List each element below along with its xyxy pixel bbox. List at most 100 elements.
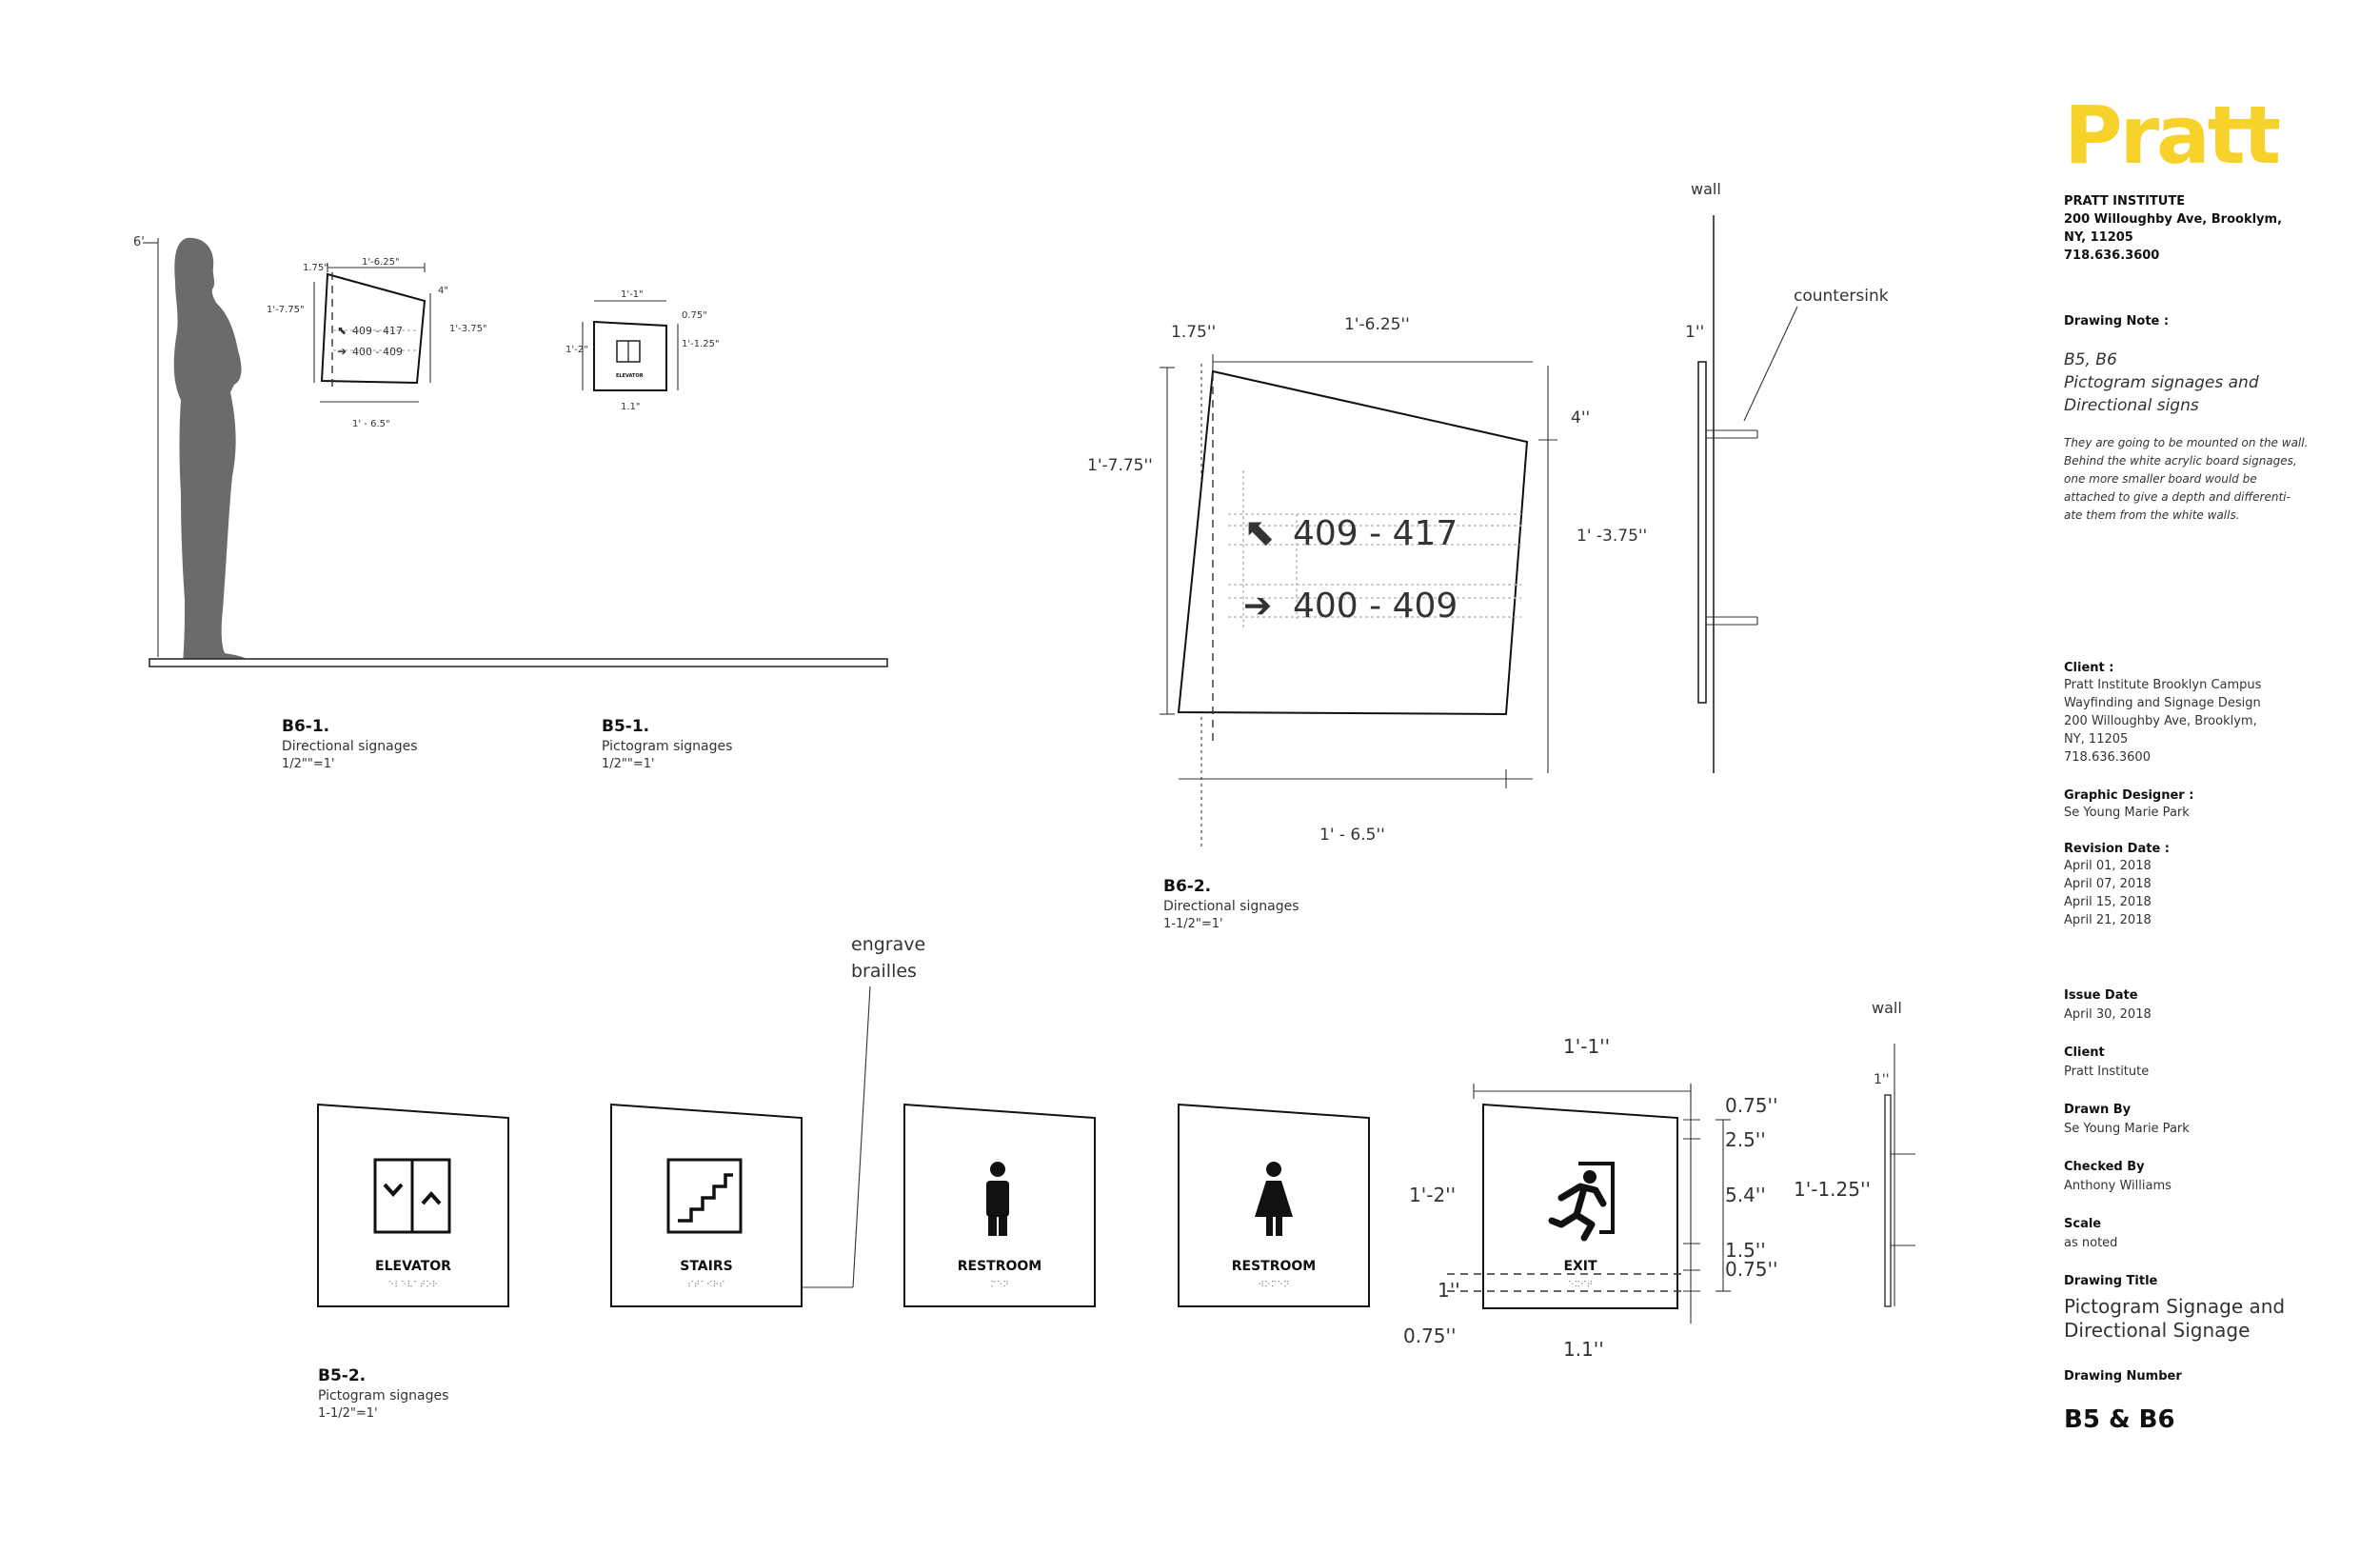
client-info: Pratt Institute Brooklyn Campus Wayfindi… bbox=[2064, 678, 2262, 765]
dim-small-b5-top: 1'-1" bbox=[621, 289, 644, 300]
dim-exit-left: 1'-2'' bbox=[1409, 1184, 1456, 1206]
svg-text:B5-2.: B5-2. bbox=[318, 1366, 366, 1385]
figure-height-label: 6' bbox=[133, 235, 145, 249]
b6-2-row-1: 409 - 417 bbox=[1293, 514, 1458, 553]
drawing-note-text: They are going to be mounted on the wall… bbox=[2064, 436, 2309, 522]
svg-text:1/2""=1': 1/2""=1' bbox=[282, 757, 335, 771]
dim-small-b6-right: 1'-3.75" bbox=[449, 324, 487, 334]
drawing-number-label: Drawing Number bbox=[2064, 1369, 2182, 1384]
dim-exit-right-overall: 1'-1.25'' bbox=[1794, 1178, 1871, 1201]
small-b6-row-2: 400 - 409 bbox=[352, 346, 403, 358]
braille-dots: ⠍⠑⠝ bbox=[990, 1280, 1009, 1290]
elevator-label: ELEVATOR bbox=[375, 1259, 451, 1274]
drawing-note-label: Drawing Note : bbox=[2064, 314, 2170, 329]
stairs-icon bbox=[666, 1158, 743, 1234]
b6-2-sign-large: 1.75'' 1'-6.25'' 4'' 1'-7.75'' 1' -3.75'… bbox=[1087, 315, 1647, 847]
client-short-value: Pratt Institute bbox=[2064, 1065, 2150, 1079]
elevator-icon bbox=[373, 1158, 451, 1234]
dim-small-b6-top: 1'-6.25" bbox=[362, 257, 400, 268]
svg-text:brailles: brailles bbox=[851, 961, 917, 982]
braille-dots: ⠑⠇⠑⠧⠁⠞⠕⠗ bbox=[388, 1280, 439, 1290]
braille-dots: ⠺⠕⠍⠑⠝ bbox=[1259, 1280, 1290, 1290]
b6-1-sign-small: 1.75" 1'-6.25" 4" 1'-3.75" 1'-7.75" 1' -… bbox=[267, 257, 487, 429]
running-exit-icon bbox=[1548, 1162, 1615, 1242]
b6-2-row-2: 400 - 409 bbox=[1293, 587, 1458, 626]
dim-exit-top: 1'-1'' bbox=[1563, 1035, 1610, 1058]
arrow-up-left-icon: ⬉ bbox=[1243, 510, 1276, 554]
braille-dots: ⠑⠭⠊⠞ bbox=[1568, 1280, 1593, 1290]
svg-text:Pictogram signages: Pictogram signages bbox=[318, 1388, 448, 1404]
svg-text:Directional signages: Directional signages bbox=[282, 739, 417, 754]
caption-b5-1: B5-1. Pictogram signages 1/2""=1' bbox=[602, 717, 732, 771]
side-view-bottom: wall 1'' bbox=[1872, 999, 1915, 1307]
scale-label: Scale bbox=[2064, 1217, 2102, 1231]
svg-text:1-1/2"=1': 1-1/2"=1' bbox=[1163, 917, 1223, 931]
scale-value: as noted bbox=[2064, 1236, 2118, 1250]
braille-dots: ⠎⠞⠁⠊⠗⠎ bbox=[687, 1280, 725, 1290]
revision-dates: April 01, 2018 April 07, 2018 April 15, … bbox=[2064, 859, 2152, 927]
dim-b6-2-top: 1'-6.25'' bbox=[1344, 315, 1410, 334]
dim-exit-stack-3: 5.4'' bbox=[1725, 1184, 1766, 1206]
dim-small-b5-left: 1'-2" bbox=[565, 345, 588, 355]
svg-text:Pictogram signages: Pictogram signages bbox=[602, 739, 732, 754]
dim-small-b6-left: 1'-7.75" bbox=[267, 305, 305, 315]
svg-text:1/2""=1': 1/2""=1' bbox=[602, 757, 655, 771]
pratt-logo: Pratt bbox=[2064, 89, 2281, 182]
dim-small-b5-right-top: 0.75" bbox=[682, 310, 707, 321]
stairs-label: STAIRS bbox=[680, 1259, 732, 1274]
caption-b6-1: B6-1. Directional signages 1/2""=1' bbox=[282, 717, 417, 771]
drawing-title-value: Pictogram Signage and Directional Signag… bbox=[2064, 1295, 2286, 1342]
svg-text:Directional signages: Directional signages bbox=[1163, 899, 1299, 914]
dim-small-b6-bottom: 1' - 6.5" bbox=[352, 419, 390, 429]
svg-text:B6-1.: B6-1. bbox=[282, 717, 329, 736]
dim-exit-braille-gap: 1'' bbox=[1438, 1279, 1460, 1302]
dim-b6-2-right: 1' -3.75'' bbox=[1577, 527, 1647, 546]
thickness-label-bottom: 1'' bbox=[1874, 1072, 1890, 1087]
svg-text:engrave: engrave bbox=[851, 934, 925, 955]
dim-exit-stack-4: 1.5'' bbox=[1725, 1239, 1766, 1262]
pictogram-sign-restroom-men: RESTROOM ⠍⠑⠝ bbox=[903, 1103, 1096, 1307]
wall-label-top: wall bbox=[1691, 180, 1721, 198]
pictogram-sign-restroom-women: RESTROOM ⠺⠕⠍⠑⠝ bbox=[1178, 1103, 1370, 1307]
women-restroom-icon bbox=[1255, 1162, 1293, 1236]
countersink-label: countersink bbox=[1794, 287, 1889, 306]
dim-b6-2-top-left: 1.75'' bbox=[1171, 323, 1216, 342]
drawing-number-value: B5 & B6 bbox=[2064, 1405, 2175, 1434]
caption-b5-2: B5-2. Pictogram signages 1-1/2"=1' bbox=[318, 1366, 448, 1421]
drawing-note-subject: B5, B6 Pictogram signages and Directiona… bbox=[2064, 350, 2259, 415]
institute-info: PRATT INSTITUTE 200 Willoughby Ave, Broo… bbox=[2064, 194, 2283, 263]
drawing-title-label: Drawing Title bbox=[2064, 1274, 2158, 1288]
designer-value: Se Young Marie Park bbox=[2064, 806, 2190, 820]
dim-exit-bottom: 1.1'' bbox=[1563, 1338, 1604, 1361]
checked-by-value: Anthony Williams bbox=[2064, 1179, 2172, 1193]
arrow-up-left-icon: ⬉ bbox=[337, 324, 347, 337]
pictogram-sign-stairs: STAIRS ⠎⠞⠁⠊⠗⠎ bbox=[610, 1103, 803, 1307]
side-view-top: wall countersink 1'' bbox=[1685, 180, 1889, 773]
small-b5-label: ELEVATOR bbox=[616, 373, 644, 379]
revision-label: Revision Date : bbox=[2064, 842, 2170, 856]
drawn-by-label: Drawn By bbox=[2064, 1103, 2132, 1117]
checked-by-label: Checked By bbox=[2064, 1160, 2145, 1174]
dim-exit-bottom-left: 0.75'' bbox=[1403, 1324, 1457, 1347]
dim-exit-stack-2: 2.5'' bbox=[1725, 1128, 1766, 1151]
pictogram-sign-elevator: ELEVATOR ⠑⠇⠑⠧⠁⠞⠕⠗ bbox=[317, 1103, 509, 1307]
exit-label: EXIT bbox=[1563, 1259, 1597, 1274]
client-label: Client : bbox=[2064, 661, 2114, 675]
b5-1-sign-small: 1'-1" 0.75" 1'-1.25" 1'-2" 1.1" ELEVATOR bbox=[565, 289, 720, 412]
ground-line bbox=[149, 658, 888, 667]
restroom-women-label: RESTROOM bbox=[1232, 1259, 1317, 1274]
dim-exit-stack-1: 0.75'' bbox=[1725, 1094, 1778, 1117]
small-b6-row-1: 409 - 417 bbox=[352, 325, 403, 337]
arrow-right-icon: ➔ bbox=[1243, 587, 1272, 626]
person-silhouette bbox=[173, 237, 249, 663]
svg-text:B6-2.: B6-2. bbox=[1163, 877, 1211, 896]
dim-b6-2-right-top: 4'' bbox=[1571, 408, 1590, 428]
dim-small-b5-right: 1'-1.25" bbox=[682, 339, 720, 349]
dim-b6-2-bottom: 1' - 6.5'' bbox=[1319, 826, 1385, 845]
wall-label-bottom: wall bbox=[1872, 999, 1902, 1017]
arrow-right-icon: ➔ bbox=[337, 345, 347, 358]
svg-text:1-1/2"=1': 1-1/2"=1' bbox=[318, 1406, 378, 1421]
scale-figure: 6' bbox=[133, 235, 888, 667]
designer-label: Graphic Designer : bbox=[2064, 788, 2194, 803]
